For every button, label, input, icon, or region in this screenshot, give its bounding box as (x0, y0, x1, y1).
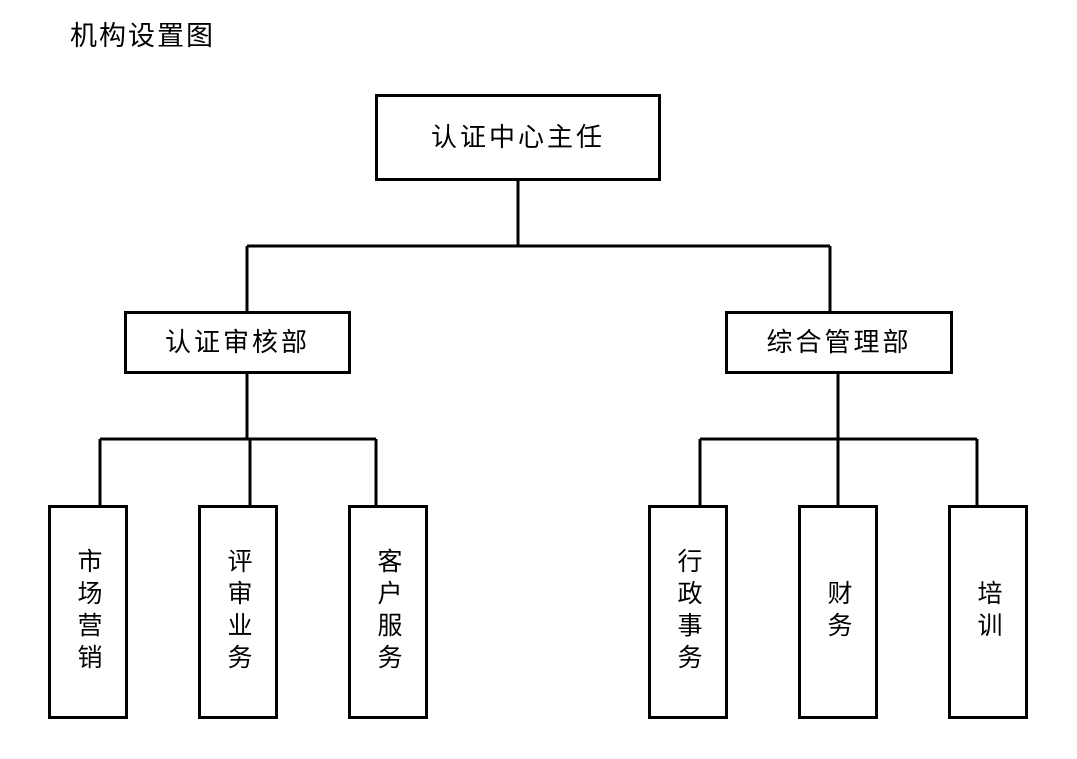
node-label: 综合管理部 (766, 327, 912, 358)
node-label: 评审业务 (224, 548, 253, 676)
node-label: 培训 (974, 580, 1003, 644)
node-customer-service[interactable]: 客户服务 (348, 505, 428, 719)
node-label: 认证审核部 (164, 327, 310, 358)
node-label: 认证中心主任 (430, 122, 605, 153)
node-label: 行政事务 (674, 548, 703, 676)
node-finance[interactable]: 财务 (798, 505, 878, 719)
page-title: 机构设置图 (70, 21, 215, 52)
node-training[interactable]: 培训 (948, 505, 1028, 719)
node-marketing[interactable]: 市场营销 (48, 505, 128, 719)
node-certification-audit-department[interactable]: 认证审核部 (124, 311, 351, 374)
node-label: 客户服务 (374, 548, 403, 676)
node-label: 市场营销 (74, 548, 103, 676)
node-review-business[interactable]: 评审业务 (198, 505, 278, 719)
node-label: 财务 (824, 580, 853, 644)
node-comprehensive-management-department[interactable]: 综合管理部 (725, 311, 953, 374)
node-certification-center-director[interactable]: 认证中心主任 (375, 94, 661, 181)
node-administrative-affairs[interactable]: 行政事务 (648, 505, 728, 719)
